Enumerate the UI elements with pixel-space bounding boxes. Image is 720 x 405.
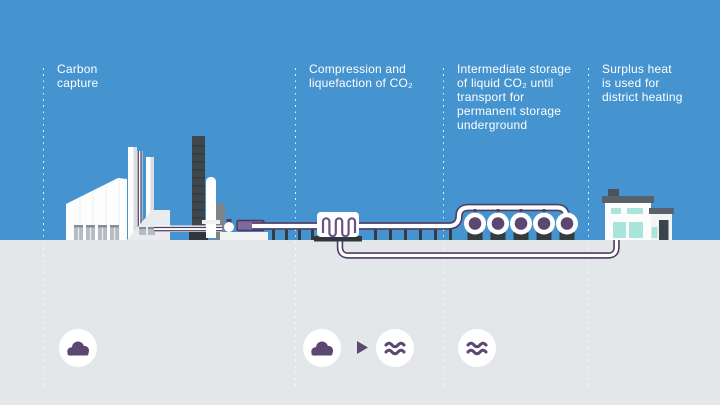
chimney-icon — [146, 157, 154, 240]
flue-pipe-icon — [137, 151, 143, 229]
house-windows — [611, 208, 658, 238]
pipe-supports — [272, 229, 452, 240]
pump-skid-icon — [220, 232, 268, 240]
carbon-capture-plant — [66, 136, 268, 240]
house-roof-icon — [602, 196, 654, 203]
liquid-co2-badge — [458, 329, 496, 367]
district-heating-pipe — [336, 237, 620, 259]
stage-label-carbon-capture: Carbon capture — [57, 62, 99, 90]
transform-arrow — [357, 341, 369, 355]
stage-label-district-heating: Surplus heat is used for district heatin… — [602, 62, 683, 104]
storage-tank-icon — [533, 212, 555, 240]
cloud-icon — [67, 341, 90, 356]
co2-storage-tanks — [464, 209, 578, 240]
absorber-tower-icon — [192, 136, 205, 240]
storage-tank-icon — [487, 212, 509, 240]
rack-pipe-icon — [154, 225, 222, 232]
waves-icon — [384, 341, 406, 356]
compressor-unit — [314, 212, 362, 242]
cloud-icon — [311, 341, 334, 356]
co2-gas-cloud-badge — [59, 329, 97, 367]
annex-building-icon — [127, 210, 170, 240]
house-chimney-icon — [608, 189, 619, 197]
chimney-icon — [128, 147, 137, 240]
annex-windows — [139, 227, 155, 235]
storage-tank-icon — [464, 212, 486, 240]
district-heating-house — [602, 189, 674, 240]
stage-label-intermediate-storage: Intermediate storage of liquid CO₂ until… — [457, 62, 572, 132]
arrow-right-icon — [357, 341, 368, 354]
co2-pipeline — [252, 203, 570, 240]
stage-divider-1 — [42, 68, 45, 390]
storage-tank-icon — [556, 212, 578, 240]
co2-gas-cloud-badge — [303, 329, 341, 367]
house-door-icon — [659, 220, 669, 240]
stage-divider-4 — [587, 68, 590, 390]
stage-label-compression: Compression and liquefaction of CO₂ — [309, 62, 413, 90]
waves-icon — [466, 341, 488, 356]
storage-tank-icon — [510, 212, 532, 240]
factory-windows — [74, 225, 119, 240]
factory-hall-icon — [66, 178, 127, 240]
compressor-coil-icon — [321, 217, 357, 238]
ground-background — [0, 240, 720, 405]
liquid-co2-badge — [376, 329, 414, 367]
